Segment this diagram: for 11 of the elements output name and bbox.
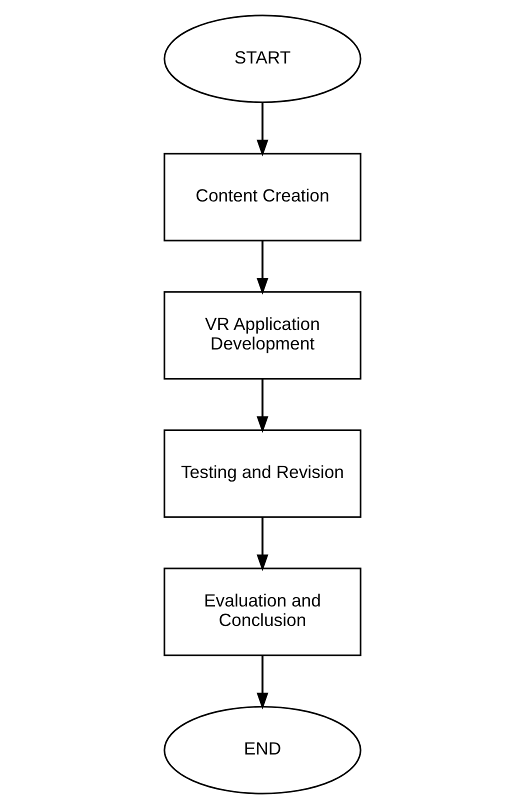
arrow — [256, 517, 268, 572]
arrow — [256, 240, 268, 295]
node-box: Testing and Revision — [163, 429, 361, 518]
node-box: Evaluation and Conclusion — [163, 568, 361, 656]
node-ellipse: END — [163, 706, 361, 794]
arrow — [256, 656, 268, 710]
arrow — [256, 102, 268, 156]
arrow — [256, 378, 268, 433]
node-box: VR Application Development — [163, 291, 361, 380]
node-box: Content Creation — [163, 152, 361, 242]
node-ellipse: START — [163, 14, 361, 104]
